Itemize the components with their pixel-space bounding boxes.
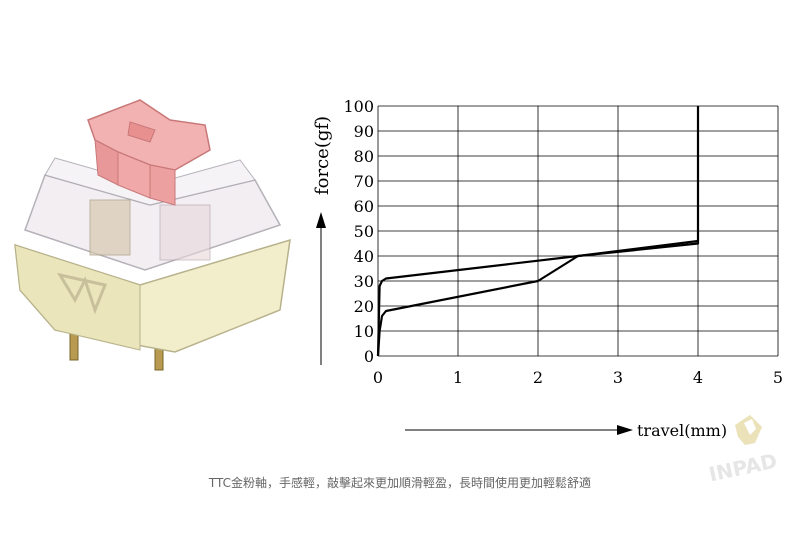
y-axis-arrow-head [316, 212, 326, 228]
y-axis-ticks: 0 10 20 30 40 50 60 70 80 90 100 [343, 97, 374, 366]
y-tick-label: 40 [354, 247, 374, 266]
y-tick-label: 0 [364, 347, 374, 366]
x-axis-label: travel(mm) [637, 421, 727, 440]
y-tick-label: 30 [354, 272, 374, 291]
y-tick-label: 10 [354, 322, 374, 341]
x-tick-label: 2 [533, 368, 543, 387]
x-axis-ticks: 0 1 2 3 4 5 [373, 368, 783, 387]
y-axis-label: force(gf) [312, 116, 333, 195]
y-tick-label: 20 [354, 297, 374, 316]
series-line-1 [376, 106, 700, 357]
chart-series [376, 106, 700, 357]
y-tick-label: 100 [343, 97, 374, 116]
x-axis-arrow-head [617, 425, 633, 435]
y-tick-label: 70 [354, 172, 374, 191]
x-tick-label: 0 [373, 368, 383, 387]
x-tick-label: 4 [693, 368, 703, 387]
x-tick-label: 3 [613, 368, 623, 387]
caption-text: TTC金粉軸，手感輕，敲擊起來更加順滑輕盈，長時間使用更加輕鬆舒適 [208, 476, 592, 490]
watermark-text: INPAD [707, 449, 780, 485]
series-line-2 [376, 239, 699, 357]
y-tick-label: 60 [354, 197, 374, 216]
y-tick-label: 80 [354, 147, 374, 166]
chart-grid [377, 105, 779, 357]
inpad-watermark-logo: INPAD [707, 415, 780, 485]
mechanical-switch-image [14, 99, 291, 371]
x-tick-label: 5 [773, 368, 783, 387]
x-tick-label: 1 [453, 368, 463, 387]
y-tick-label: 50 [354, 222, 374, 241]
y-tick-label: 90 [354, 122, 374, 141]
